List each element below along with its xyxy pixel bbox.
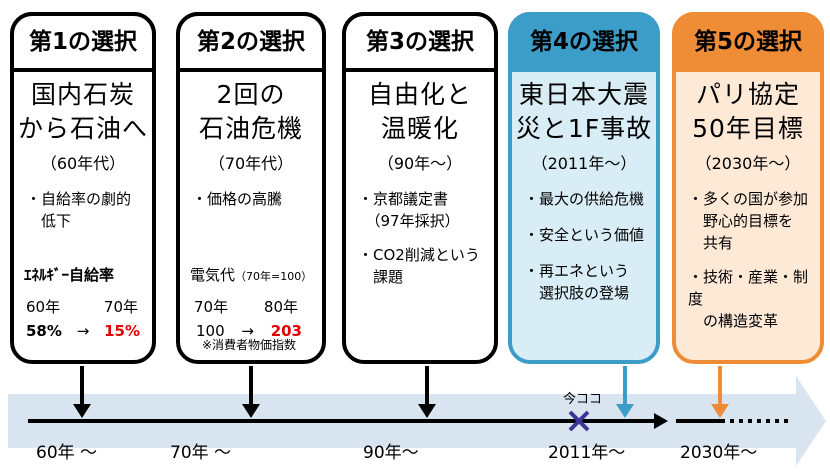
bullet-line: ・自給率の劇的 [26,190,132,208]
bullet-line: 野心的目標を [688,212,794,230]
bullet-line: ・価格の高騰 [192,190,283,208]
stats-year-2: 80年 [263,298,298,316]
card-era: （2011年～） [531,154,637,173]
electricity-cost-stats: 電気代（70年=100） 70年 80年 100 → 203 [190,264,314,343]
choice-card-3: 第3の選択 自由化と 温暖化 （90年～） ・京都議定書 （97年採択） ・CO… [342,12,498,364]
headline-line-2: 50年目標 [692,114,804,143]
headline-line-1: 東日本大震 [518,80,649,109]
card-headline: 自由化と 温暖化 [346,78,494,146]
connector-5-arrow [711,404,729,418]
bullet-line: ・京都議定書 [358,190,449,208]
bullet-line: ・多くの国が参加 [688,190,809,208]
card-title: 第4の選択 [508,12,660,72]
stats-values-row: 100 → 203 [190,319,314,343]
timeline-label-90s: 90年～ [363,443,419,463]
choice-card-4: 第4の選択 東日本大震 災と1F事故 （2011年～） ・最大の供給危機 ・安全… [508,12,660,364]
timeline-label-70s: 70年 ～ [170,443,232,463]
stats-title: 電気代 [190,266,236,284]
headline-line-2: 災と1F事故 [515,114,653,143]
timeline [8,366,826,466]
card-headline: 東日本大震 災と1F事故 [512,78,656,146]
stats-title-line: 電気代（70年=100） [190,264,314,285]
card-title: 第2の選択 [176,12,326,72]
card-era: （60年代） [40,154,126,173]
bullet-line: ・安全という価値 [524,226,645,244]
stats-note: ※消費者物価指数 [202,338,297,352]
card-title: 第1の選択 [10,12,156,72]
now-marker-label: 今ココ [563,392,603,407]
card-era: （70年代） [208,154,294,173]
timeline-label-60s: 60年 ～ [36,443,98,463]
choice-card-1: 第1の選択 国内石炭 から石油へ （60年代） ・自給率の劇的 低下 ｴﾈﾙｷﾞ… [10,12,156,364]
card-headline: 国内石炭 から石油へ [14,78,152,146]
bullet-line: （97年採択） [358,212,460,230]
bullet-line: ・技術・産業・制度 [688,268,809,308]
connector-3-arrow [418,404,436,418]
stats-year-1: 60年 [26,298,61,316]
stats-value-2: 203 [270,322,302,340]
stats-value-1: 58% [26,322,62,340]
card-era: （90年～） [377,154,463,173]
timeline-label-2030: 2030年～ [680,443,758,463]
connector-1-arrow [73,404,91,418]
headline-line-2: 温暖化 [380,114,459,143]
choice-card-5: 第5の選択 パリ協定 50年目標 （2030年～） ・多くの国が参加 野心的目標… [672,12,824,364]
stats-title: ｴﾈﾙｷﾞｰ自給率 [24,266,115,284]
stats-year-2: 70年 [103,298,138,316]
card-title: 第5の選択 [672,12,824,72]
card-bullets: ・最大の供給危機 ・安全という価値 ・再エネという 選択肢の登場 [524,188,650,304]
now-marker-icon [568,410,590,432]
self-sufficiency-stats: ｴﾈﾙｷﾞｰ自給率 60年 70年 58% → 15% [24,264,144,343]
timeline-label-2011: 2011年～ [548,443,626,463]
card-bullets: ・自給率の劇的 低下 [26,188,146,232]
bullet-line: 共有 [688,234,734,252]
headline-line-1: 自由化と [367,80,472,109]
headline-line-1: 国内石炭 [30,80,135,109]
card-title: 第3の選択 [342,12,498,72]
stats-years-row: 70年 80年 [190,295,314,319]
headline-line-2: から石油へ [17,114,148,143]
connector-4-arrow [616,404,634,418]
timeline-arrowhead [654,413,668,429]
bullet-line: 低下 [26,212,72,230]
card-bullets: ・多くの国が参加 野心的目標を 共有 ・技術・産業・制度 の構造変革 [688,188,814,332]
stats-arrow: → [241,322,254,340]
card-headline: 2回の 石油危機 [180,78,322,146]
stats-values-row: 58% → 15% [24,319,144,343]
bullet-line: ・再エネという [524,262,630,280]
card-headline: パリ協定 50年目標 [676,78,820,146]
headline-line-1: 2回の [216,80,286,109]
stats-arrow: → [76,322,90,340]
bullet-line: 課題 [358,268,404,286]
card-bullets: ・価格の高騰 [192,188,316,210]
stats-value-2: 15% [104,322,140,340]
bullet-line: ・最大の供給危機 [524,190,645,208]
choice-card-2: 第2の選択 2回の 石油危機 （70年代） ・価格の高騰 電気代（70年=100… [176,12,326,364]
stats-value-1: 100 [196,322,225,340]
bullet-line: 選択肢の登場 [524,284,630,302]
card-bullets: ・京都議定書 （97年採択） ・CO2削減という 課題 [358,188,488,288]
stats-title-small: （70年=100） [235,270,313,283]
bullet-line: ・CO2削減という [358,246,480,264]
connector-2-arrow [242,404,260,418]
headline-line-1: パリ協定 [695,80,800,109]
card-era: （2030年～） [695,154,801,173]
stats-year-1: 70年 [194,298,229,316]
stats-years-row: 60年 70年 [24,295,144,319]
bullet-line: の構造変革 [688,312,779,330]
headline-line-2: 石油危機 [198,114,303,143]
